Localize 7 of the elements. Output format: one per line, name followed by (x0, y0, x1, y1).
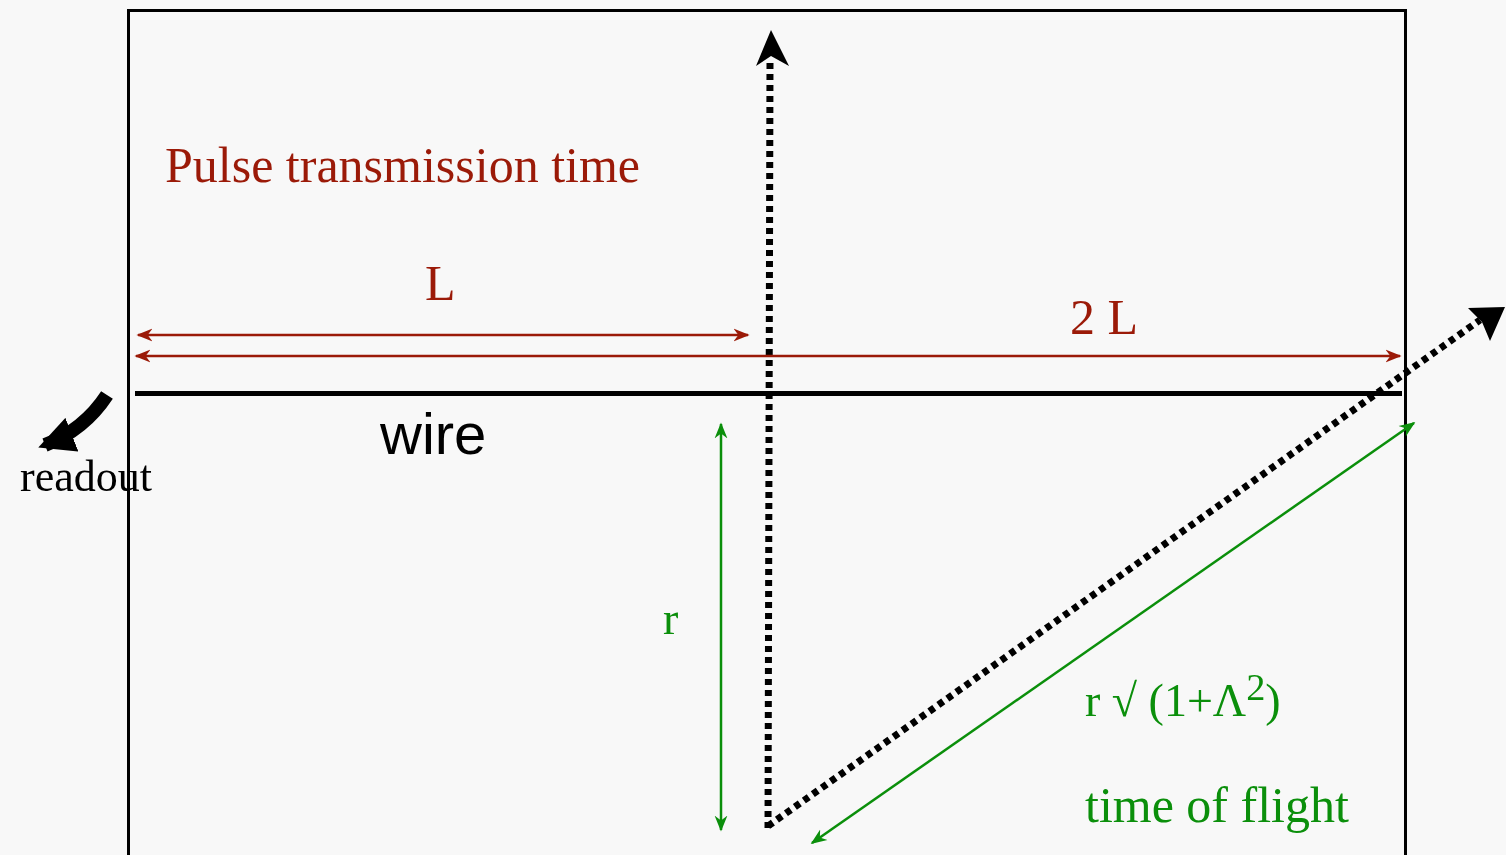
dimension-label: r (663, 596, 679, 642)
dimension-label: r √ (1+Λ$^{2}$) (1085, 668, 1281, 725)
dimension-label: 2 L (1070, 292, 1139, 342)
arrow (38, 391, 113, 452)
dimension-label: L (425, 258, 456, 308)
dimension-label: Pulse transmission time (165, 140, 640, 190)
wire-label: wire (380, 405, 487, 463)
